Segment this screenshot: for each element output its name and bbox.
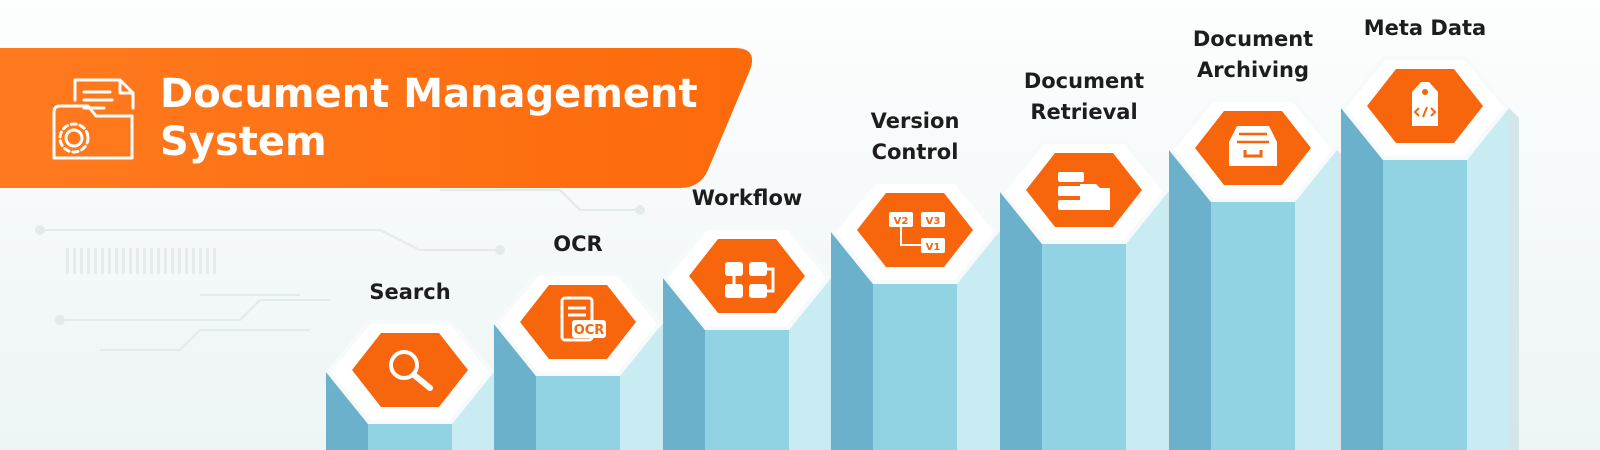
step-label: Workflow <box>691 186 803 210</box>
workflow-icon <box>725 262 775 298</box>
column-right-face <box>789 278 831 450</box>
column-front-face <box>536 376 620 450</box>
column-right-face <box>620 324 662 450</box>
column-right-face <box>1467 108 1509 450</box>
column-left-face <box>663 278 705 450</box>
step-label: OCR <box>553 232 603 256</box>
step-column <box>1341 56 1519 450</box>
step-label: Document Archiving <box>1192 27 1314 82</box>
document-retrieval-icon <box>1058 172 1110 210</box>
version-tag: V1 <box>926 242 941 253</box>
step-hexagon <box>689 239 805 313</box>
step-column <box>663 226 841 450</box>
folder-gear-icon <box>52 78 135 160</box>
column-front-face <box>1383 160 1467 450</box>
title-line-1: Document Management <box>160 71 698 117</box>
step-label: Meta Data <box>1363 16 1487 40</box>
circuit-decoration <box>35 189 645 351</box>
archive-tray-icon <box>1229 126 1277 166</box>
column-front-face <box>873 284 957 450</box>
column-left-face <box>1341 108 1383 450</box>
step-hexagon <box>352 333 468 407</box>
step-column: OCR <box>494 272 672 450</box>
barcode-decoration <box>66 248 216 274</box>
column-left-face <box>1169 150 1211 450</box>
step-column <box>1000 140 1178 450</box>
title-line-2: System <box>160 119 327 165</box>
step-column <box>1169 98 1347 450</box>
metadata-tag-icon <box>1412 82 1438 126</box>
column-right-face <box>1126 192 1168 450</box>
column-front-face <box>1042 244 1126 450</box>
step-column <box>326 320 504 450</box>
column-front-face <box>1211 202 1295 450</box>
column-right-face <box>452 372 494 450</box>
banner-shape <box>0 48 753 188</box>
step-label: Version Control <box>870 109 960 164</box>
column-left-face <box>494 324 536 450</box>
step-label: Search <box>369 280 451 304</box>
ocr-document-icon: OCR <box>560 296 606 342</box>
column-left-face <box>831 232 873 450</box>
step-label: Document Retrieval <box>1023 69 1145 124</box>
ocr-icon-text: OCR <box>574 323 605 338</box>
magnifier-icon <box>389 350 433 391</box>
column-front-face <box>705 330 789 450</box>
column-left-face <box>1000 192 1042 450</box>
page-title: Document Management System <box>160 70 698 166</box>
column-left-face <box>326 372 368 450</box>
version-tag: V2 <box>894 216 909 227</box>
column-front-face <box>368 424 452 450</box>
version-tag: V3 <box>926 216 941 227</box>
column-right-face <box>957 232 999 450</box>
column-right-face <box>1295 150 1337 450</box>
